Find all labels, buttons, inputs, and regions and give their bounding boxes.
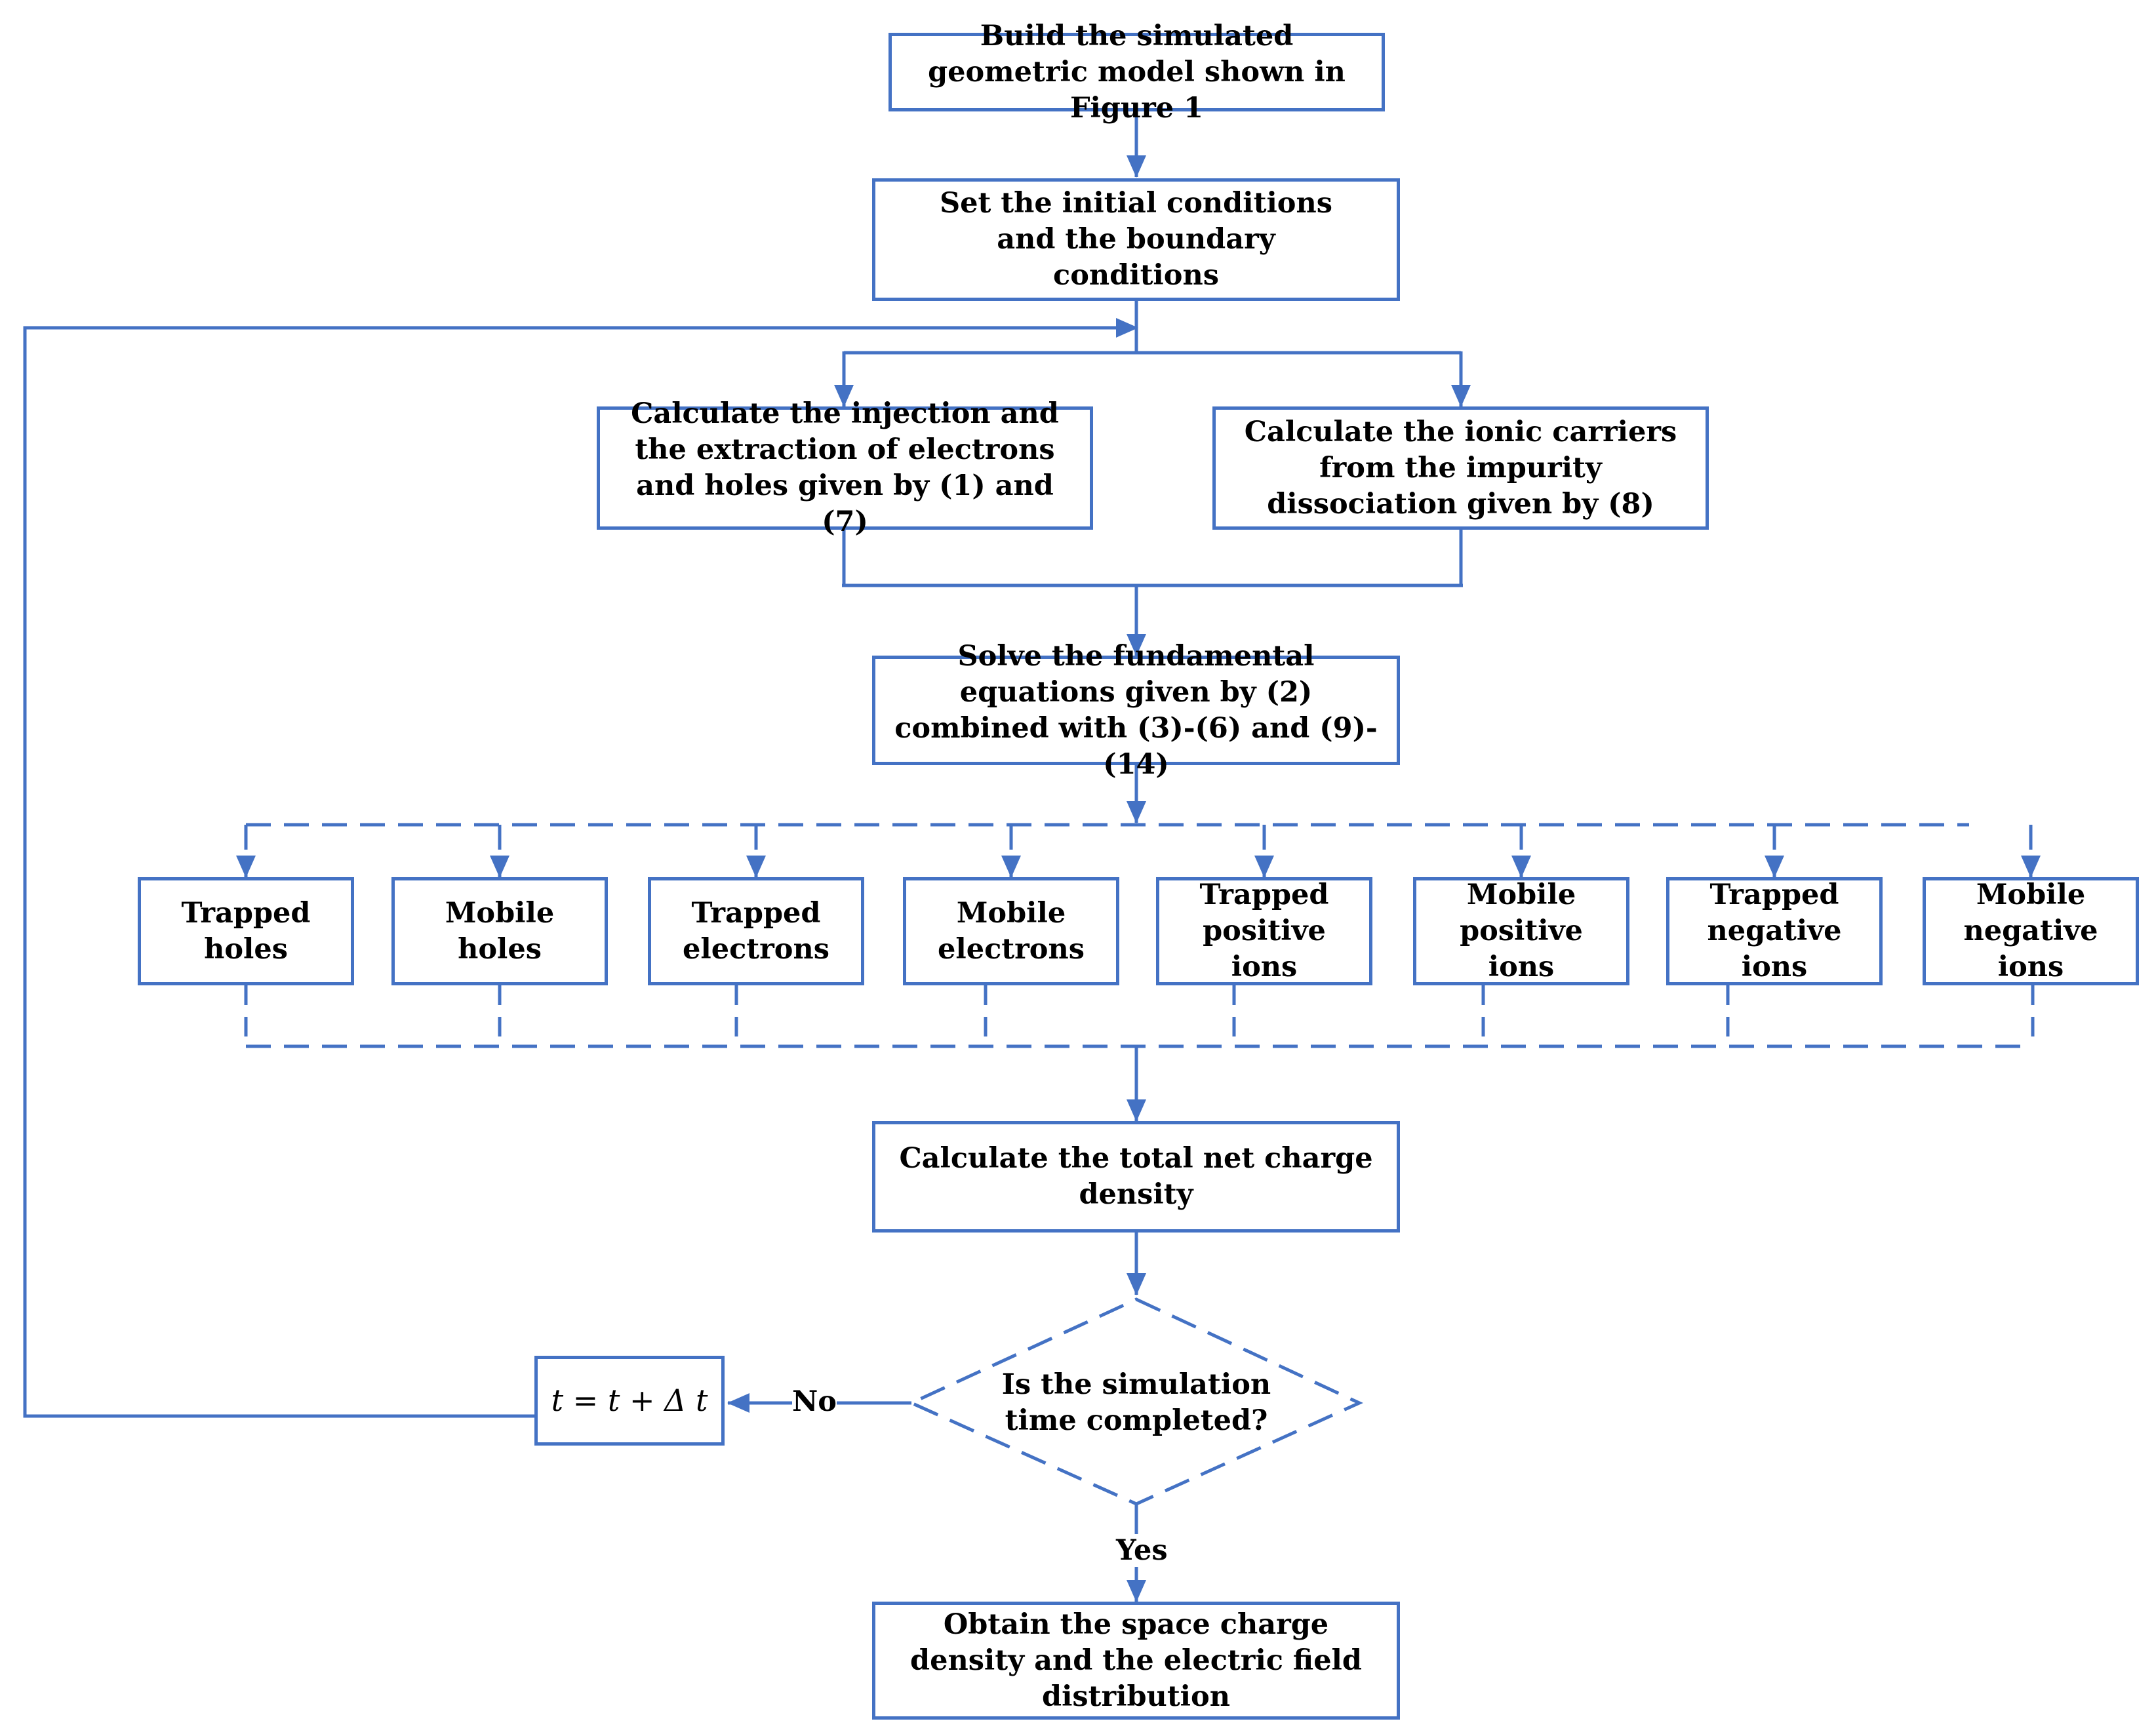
carrier-label-8: Mobile negative ions — [1963, 878, 2098, 983]
time-step-formula: t = t + Δ t — [551, 1383, 708, 1418]
edge-loop-back — [23, 318, 1138, 1418]
distribution-arrows — [236, 825, 2041, 878]
carrier-box-5: Trapped positive ions — [1156, 877, 1372, 985]
collection-lines — [244, 985, 2035, 1046]
calc-ionic-box: Calculate the ionic carriers from the im… — [1212, 406, 1709, 530]
no-label: No — [792, 1385, 837, 1418]
calc-total-text: Calculate the total net charge density — [899, 1142, 1373, 1211]
carrier-label-7: Trapped negative ions — [1707, 878, 1842, 983]
calc-ionic-text: Calculate the ionic carriers from the im… — [1244, 415, 1677, 521]
set-conditions-box: Set the initial conditions and the bound… — [872, 178, 1400, 301]
carrier-label-1: Trapped holes — [181, 896, 311, 966]
carrier-label-4: Mobile electrons — [938, 896, 1085, 966]
carrier-box-3: Trapped electrons — [648, 877, 864, 985]
decision-text: Is the simulation time completed? — [964, 1351, 1309, 1455]
carrier-box-7: Trapped negative ions — [1666, 877, 1883, 985]
calc-injection-box: Calculate the injection and the extracti… — [597, 397, 1093, 538]
set-conditions-text: Set the initial conditions and the bound… — [940, 187, 1332, 292]
build-model-box: Build the simulated geometric model show… — [888, 20, 1385, 125]
obtain-result-text: Obtain the space charge density and the … — [910, 1608, 1362, 1713]
carrier-box-1: Trapped holes — [138, 877, 354, 985]
carrier-box-2: Mobile holes — [391, 877, 608, 985]
build-model-text: Build the simulated geometric model show… — [928, 19, 1346, 125]
carrier-label-5: Trapped positive ions — [1199, 878, 1329, 983]
decision-label: Is the simulation time completed? — [1001, 1368, 1271, 1437]
carrier-box-6: Mobile positive ions — [1413, 877, 1629, 985]
carrier-label-6: Mobile positive ions — [1460, 878, 1583, 983]
time-step-box: t = t + Δ t — [534, 1356, 725, 1446]
carrier-label-3: Trapped electrons — [683, 896, 829, 966]
obtain-result-box: Obtain the space charge density and the … — [872, 1602, 1400, 1720]
solve-equations-text: Solve the fundamental equations given by… — [894, 639, 1378, 781]
carrier-box-8: Mobile negative ions — [1923, 877, 2139, 985]
solve-equations-box: Solve the fundamental equations given by… — [872, 640, 1400, 781]
yes-label: Yes — [1113, 1534, 1170, 1567]
calc-total-box: Calculate the total net charge density — [872, 1121, 1400, 1233]
carrier-box-4: Mobile electrons — [903, 877, 1119, 985]
carrier-label-2: Mobile holes — [445, 896, 555, 966]
calc-injection-text: Calculate the injection and the extracti… — [631, 397, 1059, 538]
